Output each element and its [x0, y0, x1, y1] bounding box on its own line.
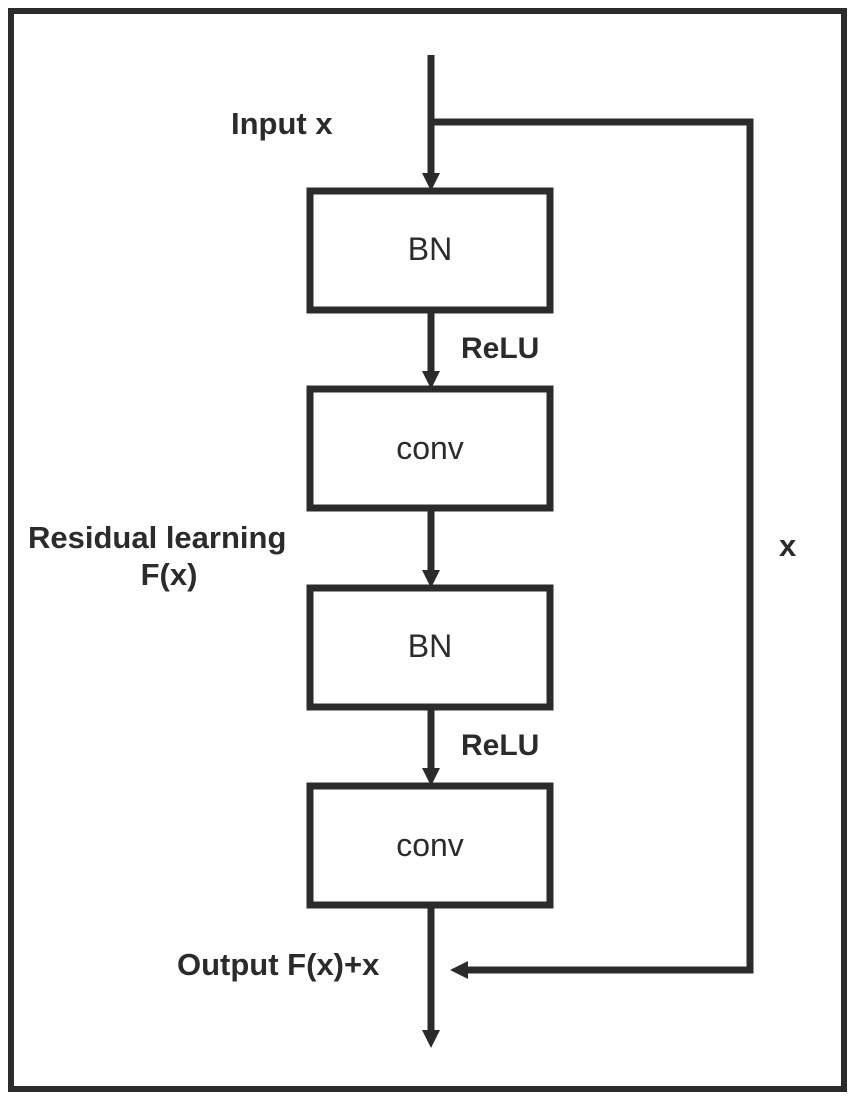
block-label-conv-2: conv — [396, 827, 464, 863]
block-conv-2 — [306, 782, 554, 909]
residual-learning-label-line2: F(x) — [140, 557, 198, 592]
connector-skip-path — [431, 118, 754, 979]
residual-learning-label-line1: Residual learning — [28, 520, 287, 555]
relu-label-1: ReLU — [461, 332, 540, 365]
output-label: Output F(x)+x — [177, 947, 380, 982]
block-label-bn-2: BN — [407, 628, 453, 664]
block-bn-1 — [306, 187, 554, 314]
figure-border — [8, 8, 847, 1092]
block-label-conv-1: conv — [396, 430, 464, 466]
input-label: Input x — [231, 106, 333, 141]
skip-connection-label: x — [779, 528, 797, 563]
block-label-bn-1: BN — [407, 231, 453, 267]
relu-label-2: ReLU — [461, 729, 540, 762]
